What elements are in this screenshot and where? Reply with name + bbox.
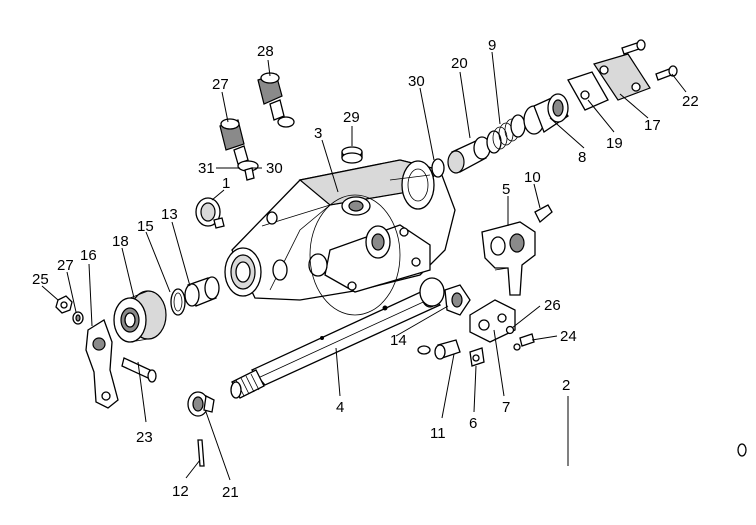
bracket-part-5 — [481, 221, 536, 296]
washer-part-27-left — [72, 311, 84, 325]
fitting-part-11 — [434, 339, 461, 360]
callout-9: 9 — [488, 37, 496, 54]
callout-14: 14 — [390, 332, 407, 349]
callout-16: 16 — [80, 247, 97, 264]
shaft-part-4 — [230, 277, 445, 399]
callout-13: 13 — [161, 206, 178, 223]
callout-numbers: 28 27 31 30 1 29 3 13 15 18 16 27 25 23 … — [32, 37, 699, 501]
callout-6: 6 — [469, 415, 477, 432]
callout-7: 7 — [502, 399, 510, 416]
cover-part-17 — [593, 53, 651, 101]
callout-22: 22 — [682, 93, 699, 110]
callout-4: 4 — [336, 399, 344, 416]
callout-10: 10 — [524, 169, 541, 186]
sensor-part-27 — [219, 118, 249, 165]
bolt-part-24 — [513, 333, 535, 351]
callout-27-top: 27 — [212, 76, 229, 93]
gasket-part-19 — [567, 71, 609, 111]
cap-part-1 — [195, 197, 225, 229]
leader-lines — [41, 51, 687, 481]
callout-25: 25 — [32, 271, 49, 288]
valve-block-part-7 — [469, 299, 516, 343]
callout-11: 11 — [430, 425, 446, 442]
callout-27-left: 27 — [57, 257, 74, 274]
callout-12: 12 — [172, 483, 189, 500]
callout-30-right: 30 — [408, 73, 425, 90]
ring-part-29 — [341, 146, 363, 164]
bushing-part-8 — [523, 93, 569, 135]
callout-18: 18 — [112, 233, 129, 250]
callout-8: 8 — [578, 149, 586, 166]
callout-31: 31 — [198, 160, 215, 177]
callout-15: 15 — [137, 218, 154, 235]
washer-part-26 — [505, 325, 515, 335]
pin-part-12 — [197, 439, 205, 467]
callout-2: 2 — [562, 377, 570, 394]
callout-17: 17 — [644, 117, 661, 134]
callout-5: 5 — [502, 181, 510, 198]
callout-21: 21 — [222, 484, 239, 501]
callout-30-top: 30 — [266, 160, 283, 177]
callout-26: 26 — [544, 297, 561, 314]
callout-28: 28 — [257, 43, 274, 60]
clamp-part-21 — [187, 391, 215, 417]
washer-part-31 — [237, 160, 259, 181]
callout-1: 1 — [222, 175, 230, 192]
pulley-part-18 — [113, 290, 167, 343]
callout-23: 23 — [136, 429, 153, 446]
bolt-part-22-lower — [655, 65, 678, 81]
sensor-part-28 — [257, 72, 295, 128]
oring-part-30 — [431, 158, 445, 178]
fitting-part-6 — [469, 347, 485, 367]
ring-part-13 — [184, 276, 220, 307]
callout-3: 3 — [314, 125, 322, 142]
seal-part-15 — [170, 288, 186, 316]
bolt-part-23 — [121, 357, 157, 383]
callout-20: 20 — [451, 55, 468, 72]
callout-24: 24 — [560, 328, 577, 345]
flange-part-14 — [444, 284, 471, 316]
callout-19: 19 — [606, 135, 623, 152]
bolt-part-22-upper — [621, 39, 646, 55]
nut-part-25 — [55, 295, 73, 314]
pin-part-10 — [534, 204, 553, 224]
callout-29: 29 — [343, 109, 360, 126]
lever-part-16 — [85, 319, 119, 409]
spring-part-9 — [486, 114, 526, 154]
bushing-part-20 — [447, 136, 491, 174]
hose-part-2 — [371, 345, 747, 468]
housing-part-3 — [224, 159, 456, 316]
